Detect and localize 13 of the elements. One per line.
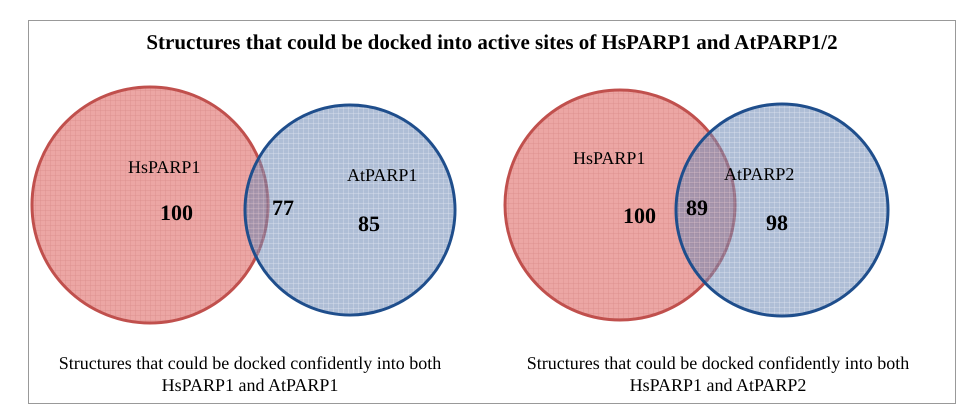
count-number: 100	[623, 203, 656, 229]
count-number: 98	[766, 210, 788, 236]
count-number: 100	[160, 200, 193, 226]
caption: Structures that could be docked confidently into both HsPARP1 and AtPARP2	[526, 352, 910, 396]
title: Structures that could be docked into active sites of HsPARP1 and AtPARP1/2	[145, 30, 839, 55]
set-name: AtPARP1	[347, 165, 418, 186]
set-name: HsPARP1	[128, 157, 200, 178]
count-number: 85	[358, 211, 380, 237]
set-name: HsPARP1	[573, 148, 646, 169]
overlap-count: 89	[686, 195, 708, 221]
set-name: AtPARP2	[724, 164, 794, 185]
overlap-count: 77	[272, 195, 294, 221]
caption: Structures that could be docked confidently into both HsPARP1 and AtPARP1	[58, 352, 442, 396]
